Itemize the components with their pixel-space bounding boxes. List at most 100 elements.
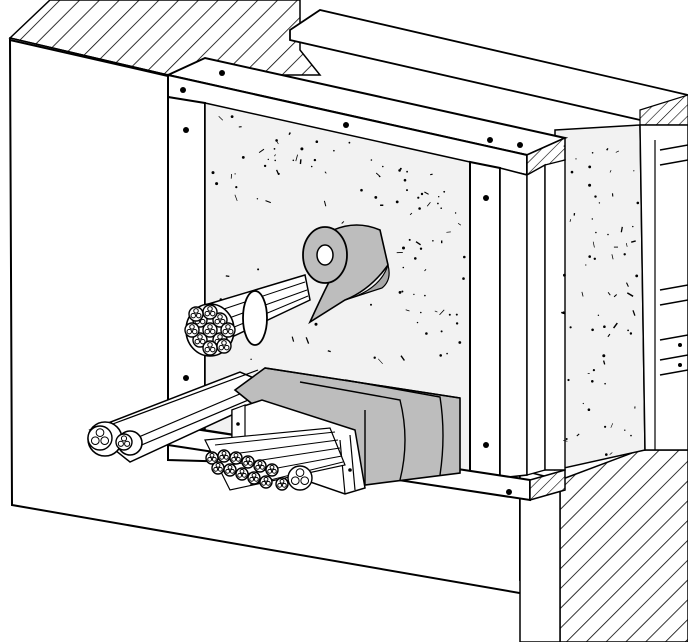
- fixing-screw: [483, 195, 489, 201]
- speckle: [267, 158, 269, 161]
- cable-end-icon: [115, 433, 133, 451]
- cable-end-icon: [235, 467, 249, 481]
- speckle: [437, 202, 439, 205]
- speckle: [440, 330, 443, 333]
- speckle: [399, 167, 402, 170]
- speckle: [310, 165, 313, 168]
- cable-end-icon: [188, 306, 204, 322]
- top-board: [164, 56, 569, 177]
- speckle: [374, 196, 378, 199]
- cable-end-icon: [265, 463, 279, 477]
- speckle: [603, 325, 606, 329]
- speckle: [610, 423, 614, 428]
- speckle: [598, 202, 601, 204]
- left-board: [167, 95, 206, 432]
- speckle: [602, 354, 606, 358]
- speckle: [292, 159, 295, 162]
- speckle: [438, 196, 440, 198]
- speckle: [454, 212, 457, 214]
- speckle: [588, 255, 591, 258]
- speckle: [275, 139, 278, 142]
- wall: [8, 0, 688, 642]
- speckle: [627, 329, 629, 332]
- speckle: [420, 192, 424, 196]
- cable-end-icon: [87, 425, 113, 451]
- speckle: [604, 425, 607, 428]
- speckle: [440, 207, 443, 209]
- speckle: [609, 452, 613, 455]
- speckle: [582, 402, 584, 405]
- speckle: [591, 380, 594, 383]
- fixing-screw: [506, 489, 512, 495]
- speckle: [455, 322, 459, 325]
- speckle: [597, 314, 600, 316]
- cable-ends: [87, 304, 313, 491]
- cable-end-icon: [241, 455, 255, 469]
- speckle: [593, 257, 596, 260]
- speckle: [300, 147, 304, 151]
- speckle: [563, 273, 566, 277]
- speckle: [401, 290, 404, 293]
- speckle: [406, 189, 408, 192]
- speckle: [333, 149, 335, 152]
- speckle: [426, 201, 431, 207]
- speckle: [382, 165, 384, 168]
- speckle: [439, 354, 443, 357]
- speckle: [291, 336, 295, 342]
- speckle: [218, 115, 224, 121]
- speckle: [607, 292, 611, 296]
- fixing-screw: [183, 375, 189, 381]
- speckle: [250, 358, 252, 360]
- speckle: [625, 243, 628, 247]
- cable-end-icon: [202, 322, 218, 338]
- speckle: [257, 268, 260, 271]
- speckle: [256, 198, 259, 200]
- speckle: [348, 141, 351, 144]
- speckle: [420, 311, 422, 314]
- speckle: [623, 253, 626, 256]
- speckle: [305, 337, 310, 344]
- speckle: [575, 158, 577, 160]
- speckle: [341, 221, 345, 224]
- speckle: [215, 182, 219, 186]
- speckle: [565, 438, 568, 440]
- speckle: [241, 156, 245, 159]
- cable-end-icon: [202, 340, 218, 356]
- cable-tray: [204, 367, 461, 495]
- speckle: [377, 358, 383, 365]
- speckle: [626, 292, 634, 297]
- speckle: [576, 433, 580, 437]
- speckle: [235, 186, 238, 189]
- speckle: [463, 255, 466, 259]
- speckle: [588, 165, 592, 169]
- fixing-screw: [180, 87, 186, 93]
- speckle: [602, 360, 606, 365]
- speckle: [424, 294, 426, 297]
- fixing-screw: [517, 142, 523, 148]
- speckle: [581, 291, 584, 297]
- speckle: [591, 218, 593, 220]
- cable-end-icon: [287, 465, 313, 491]
- speckle: [327, 350, 331, 353]
- speckle: [612, 322, 618, 329]
- speckle: [587, 408, 591, 412]
- speckle: [299, 159, 302, 165]
- speckle: [402, 246, 405, 250]
- speckle: [430, 173, 433, 176]
- speckle: [458, 341, 462, 344]
- speckle: [605, 453, 608, 456]
- intumescent-tape-roll: [302, 224, 390, 325]
- cable-end-icon: [212, 312, 228, 328]
- fixing-screw: [183, 127, 189, 133]
- speckle: [615, 150, 620, 153]
- fixing-screw: [483, 442, 489, 448]
- speckle: [609, 170, 612, 173]
- mortar-side: [554, 124, 688, 471]
- cable-end-icon: [247, 471, 261, 485]
- speckle: [457, 223, 462, 226]
- speckle: [378, 175, 381, 178]
- speckle: [258, 148, 265, 154]
- back-slab: [289, 9, 688, 126]
- speckle: [416, 321, 419, 324]
- speckle: [263, 164, 267, 168]
